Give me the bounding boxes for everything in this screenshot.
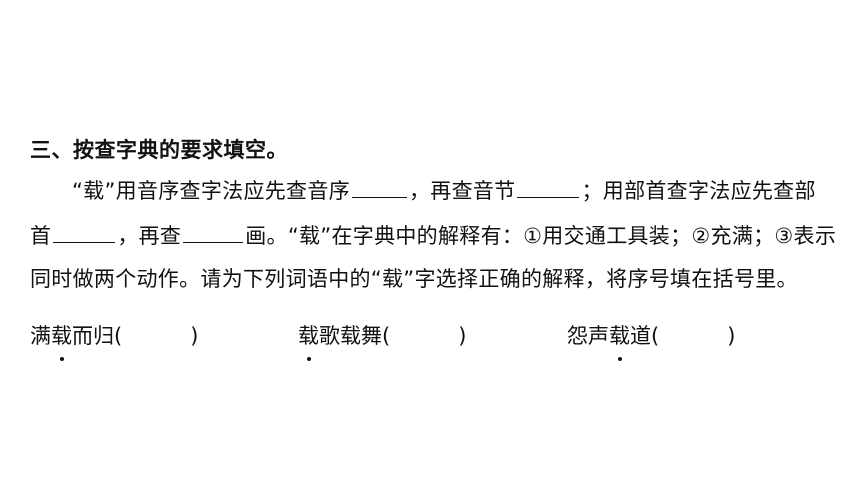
text-segment: ；用部首查字法应先查部 — [581, 179, 816, 203]
close-paren: ) — [727, 324, 736, 348]
emphasized-char: 载 — [51, 320, 72, 361]
instruction-line-3: 同时做两个动作。请为下列词语中的“载”字选择正确的解释，将序号填在括号里。 — [30, 267, 798, 291]
instruction-line-1: “载”用音序查字法应先查音序 ，再查音节 ；用部首查字法应先查部 — [72, 175, 816, 205]
blank-bushou[interactable] — [53, 224, 116, 243]
close-paren: ) — [458, 324, 467, 348]
phrase-text: 歌载舞( — [319, 324, 391, 348]
text-segment: “载”用音序查字法应先查音序 — [72, 179, 350, 203]
close-paren: ) — [190, 324, 199, 348]
phrase-text: 怨声 — [567, 324, 609, 348]
emphasized-char: 载 — [298, 320, 319, 361]
blank-yinjie[interactable] — [517, 179, 580, 198]
text-segment: 首 — [30, 224, 52, 248]
blank-huashu[interactable] — [183, 224, 244, 243]
text-segment: ，再查音节 — [408, 179, 516, 203]
section-heading: 三、按查字典的要求填空。 — [30, 138, 288, 162]
phrase-text: 满 — [30, 324, 51, 348]
phrase-text: 道( — [630, 324, 660, 348]
emphasized-char: 载 — [609, 320, 630, 361]
blank-yinxu[interactable] — [351, 179, 407, 198]
phrase-item-2: 载歌载舞() — [298, 320, 467, 361]
text-segment: ，再查 — [117, 224, 182, 248]
phrase-item-3: 怨声载道() — [567, 320, 736, 361]
phrase-text: 而归( — [72, 324, 123, 348]
text-segment: 画。“载”在字典中的解释有：①用交通工具装；②充满；③表示 — [245, 224, 837, 248]
instruction-line-2: 首 ，再查 画。“载”在字典中的解释有：①用交通工具装；②充满；③表示 — [30, 220, 836, 250]
phrase-item-1: 满载而归() — [30, 320, 199, 361]
